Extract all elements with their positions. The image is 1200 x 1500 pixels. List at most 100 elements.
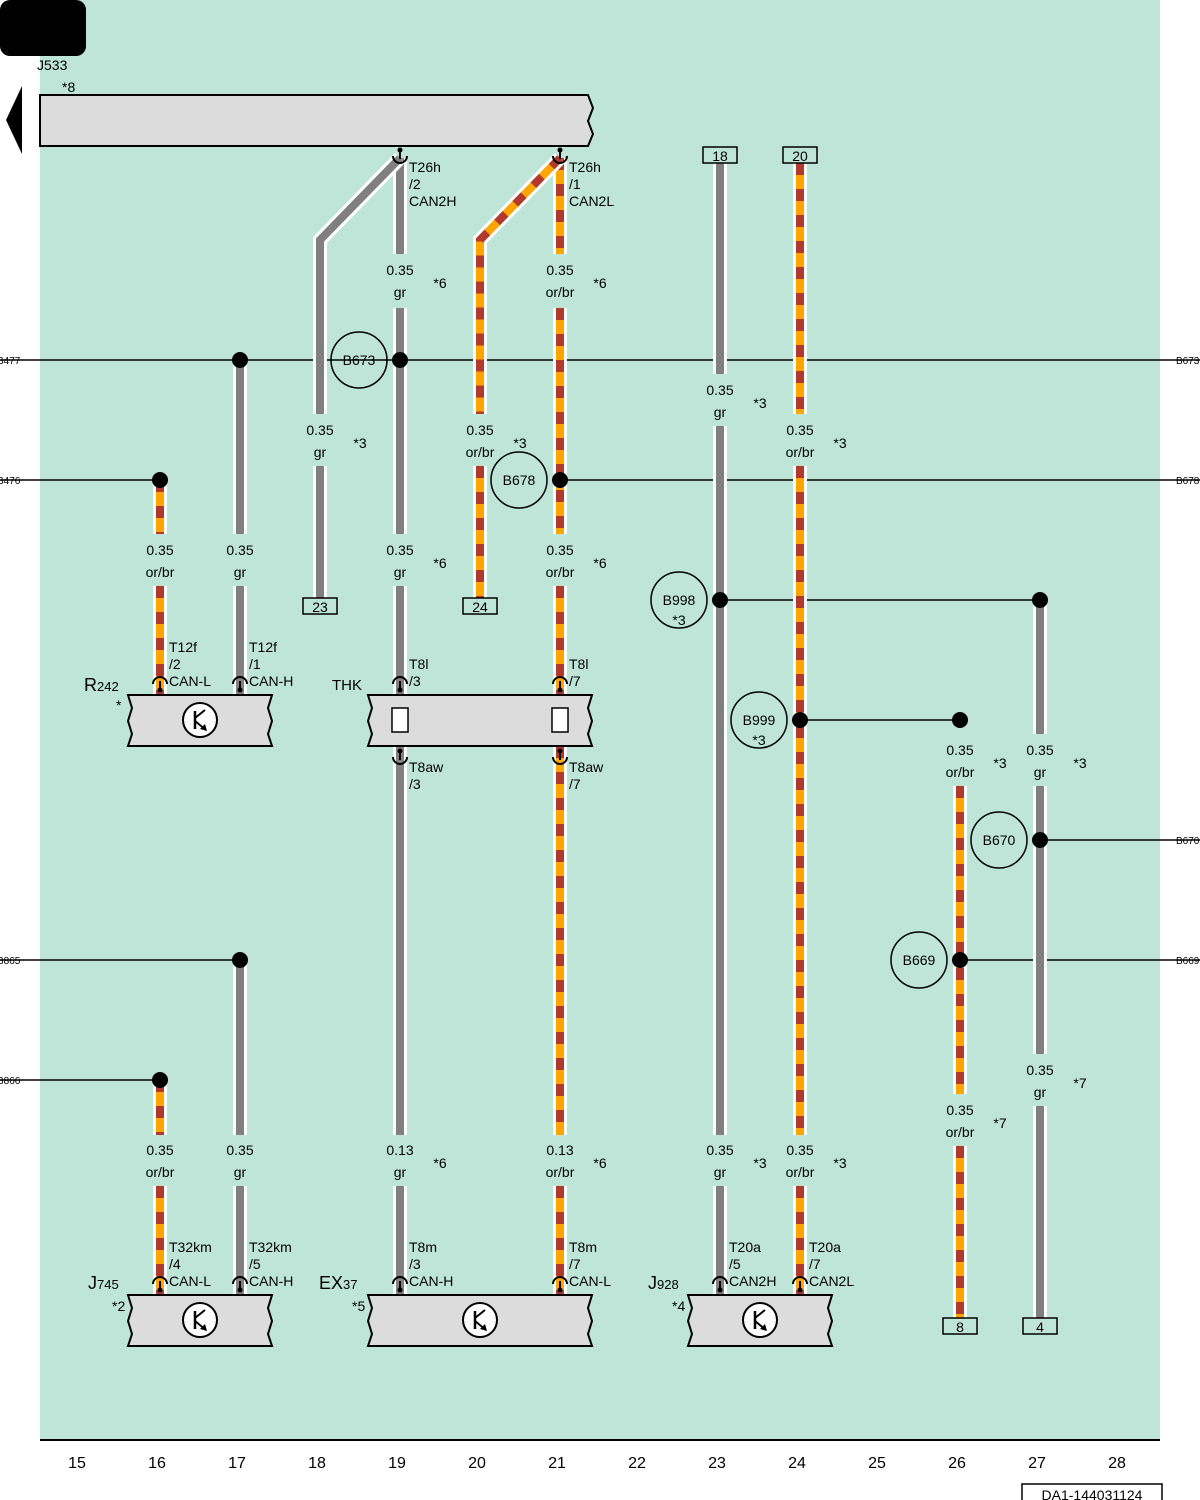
wire-color-label: or/br xyxy=(786,444,815,460)
junction-dot xyxy=(792,712,808,728)
column-number: 23 xyxy=(708,1455,726,1472)
wire-note-label: *3 xyxy=(993,755,1006,771)
t32km-4-pin: /4 xyxy=(169,1256,181,1272)
thk-contact-7 xyxy=(551,707,569,733)
wire-size-label: 0.35 xyxy=(146,1142,173,1158)
footer-code-box xyxy=(1021,1483,1163,1500)
r242-label-main: R xyxy=(84,675,97,695)
t32km-4-name: T32km xyxy=(169,1239,212,1255)
column-number: 18 xyxy=(308,1455,326,1472)
wire-color-label: or/br xyxy=(946,764,975,780)
wire-size-label: 0.35 xyxy=(546,262,573,278)
wire-note-label: *6 xyxy=(593,1155,606,1171)
splice-b998-circle xyxy=(650,571,708,629)
wire-note-label: *3 xyxy=(753,395,766,411)
pin-t8aw-3 xyxy=(392,748,408,765)
junction-dot xyxy=(952,952,968,968)
wire-note-label: *6 xyxy=(433,275,446,291)
t12f-2-signal: CAN-L xyxy=(169,673,211,689)
wire-labels: 0.35 gr *6 0.35 or/br *6 0.35 gr *3 0.35 or/br *3 0.… xyxy=(146,262,1087,1180)
t8l-7-name: T8l xyxy=(569,656,588,672)
junction-dot xyxy=(552,472,568,488)
wire-size-label: 0.35 xyxy=(946,742,973,758)
thk-label: THK xyxy=(332,677,362,694)
transistor-icon xyxy=(193,1309,207,1331)
left-edge-strip xyxy=(22,86,40,154)
connector-pin xyxy=(232,1276,248,1293)
wire-note-label: *6 xyxy=(433,555,446,571)
wire-size-label: 0.35 xyxy=(786,422,813,438)
t8l-7-pin: /7 xyxy=(569,673,581,689)
wire-color-label: or/br xyxy=(546,284,575,300)
t12f-2-pin: /2 xyxy=(169,656,181,672)
splice-b998-label: B998 xyxy=(663,592,696,608)
connector-pin xyxy=(552,1276,568,1293)
t8m-3-signal: CAN-H xyxy=(409,1273,453,1289)
j745-label: J745 xyxy=(88,1273,119,1293)
j745-label-sub: 745 xyxy=(97,1277,119,1292)
t12f-1-name: T12f xyxy=(249,639,277,655)
t20a-7-name: T20a xyxy=(809,1239,841,1255)
ex37-note: *5 xyxy=(352,1298,365,1314)
t32km-5-pin: /5 xyxy=(249,1256,261,1272)
t26h-1-name: T26h xyxy=(569,159,601,175)
j928-control-unit-icon xyxy=(742,1302,778,1338)
connector-pin xyxy=(392,1276,408,1293)
t20a-7-signal: CAN2L xyxy=(809,1273,854,1289)
t26h-2-pin: /2 xyxy=(409,176,421,192)
t20a-5-pin: /5 xyxy=(729,1256,741,1272)
wire-size-label: 0.35 xyxy=(466,422,493,438)
wire-note-label: *7 xyxy=(1073,1075,1086,1091)
t12f-2-name: T12f xyxy=(169,639,197,655)
wire-color-label: gr xyxy=(714,404,727,420)
t32km-4-signal: CAN-L xyxy=(169,1273,211,1289)
ex37-label-main: EX xyxy=(319,1273,343,1293)
connector-pin xyxy=(152,676,168,693)
splice-b999-note: *3 xyxy=(752,732,765,748)
wire-note-label: *3 xyxy=(833,1155,846,1171)
wire-size-label: 0.35 xyxy=(226,1142,253,1158)
column-number: 16 xyxy=(148,1455,166,1472)
wire-note-label: *3 xyxy=(353,435,366,451)
column-number: 27 xyxy=(1028,1455,1046,1472)
column-number: 17 xyxy=(228,1455,246,1472)
j928-label-sub: 928 xyxy=(657,1277,679,1292)
wire-size-label: 0.35 xyxy=(546,542,573,558)
wire-size-label: 0.35 xyxy=(1026,1062,1053,1078)
terminal-box-4-label: 4 xyxy=(1036,1319,1044,1335)
j533-note: *8 xyxy=(62,79,75,95)
connector-pin xyxy=(152,1276,168,1293)
transistor-icon xyxy=(193,709,207,731)
t20a-5-name: T20a xyxy=(729,1239,761,1255)
t26h-1-signal: CAN2L xyxy=(569,193,614,209)
transistor-icon xyxy=(753,1309,767,1331)
wire-note-label: *6 xyxy=(593,275,606,291)
wire-note-label: *3 xyxy=(753,1155,766,1171)
j928-label: J928 xyxy=(648,1273,679,1293)
terminal-box-24 xyxy=(462,597,498,615)
connector-pins xyxy=(152,147,808,1293)
r242-control-unit-icon xyxy=(182,702,218,738)
ref-left-b476: B476 xyxy=(0,476,21,487)
wire-color-label: gr xyxy=(394,284,407,300)
t12f-1-signal: CAN-H xyxy=(249,673,293,689)
t8m-3-name: T8m xyxy=(409,1239,437,1255)
t12f-1-pin: /1 xyxy=(249,656,261,672)
splice-b670-circle xyxy=(970,811,1028,869)
t26h-2-name: T26h xyxy=(409,159,441,175)
pin-t26h-2 xyxy=(392,147,408,164)
junction-dot xyxy=(1032,832,1048,848)
ref-right-b670: B670 xyxy=(1176,836,1200,847)
splice-b669-circle xyxy=(890,931,948,989)
t8m-7-name: T8m xyxy=(569,1239,597,1255)
t8l-3-name: T8l xyxy=(409,656,428,672)
ref-right-b669: B669 xyxy=(1176,956,1200,967)
junction-dot xyxy=(152,1072,168,1088)
j745-label-main: J xyxy=(88,1273,97,1293)
terminal-box-8 xyxy=(942,1317,978,1335)
page-back-arrow-icon[interactable] xyxy=(6,86,22,154)
t26h-1-pin: /1 xyxy=(569,176,581,192)
t8m-7-signal: CAN-L xyxy=(569,1273,611,1289)
wire-diagonal-orbr-to-24 xyxy=(473,153,566,414)
